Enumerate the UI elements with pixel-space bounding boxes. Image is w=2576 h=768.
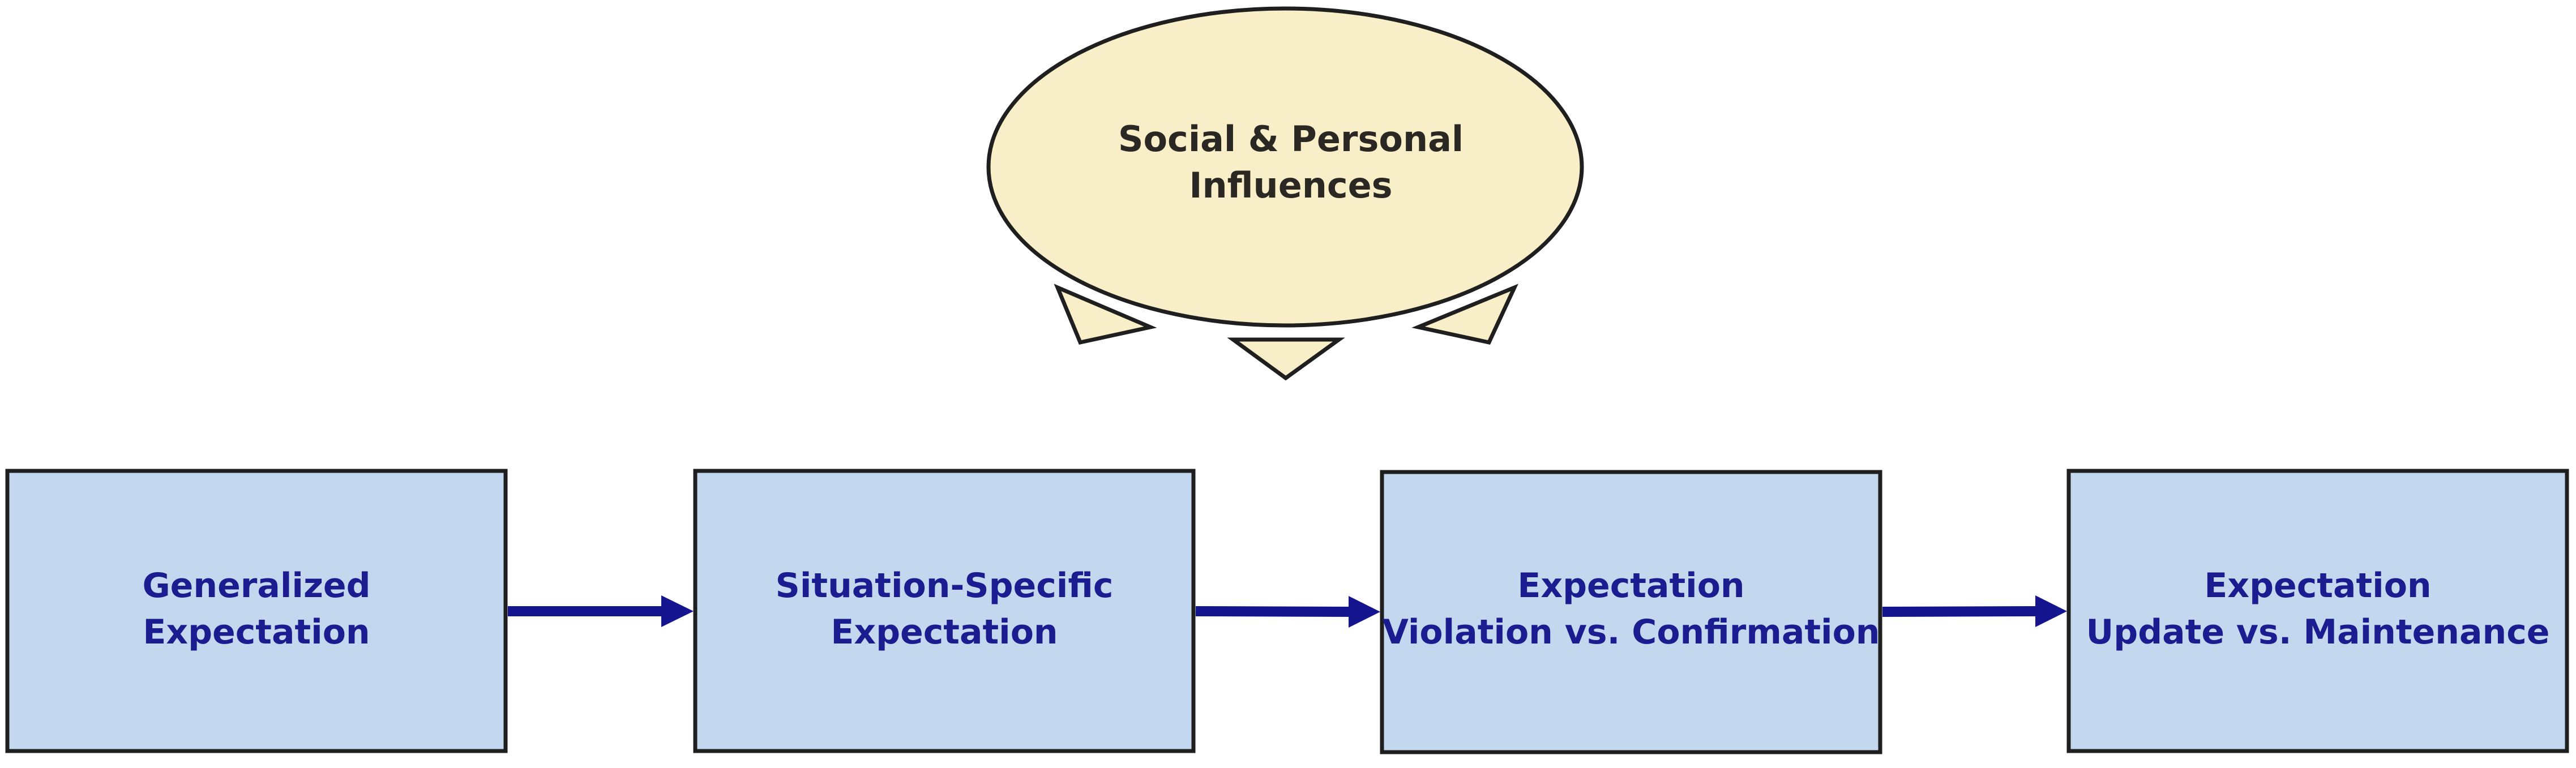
- box-1-line-1: Generalized: [142, 566, 371, 606]
- box-2-line-2: Expectation: [831, 612, 1058, 652]
- box-4-line-1: Expectation: [2204, 566, 2432, 606]
- situation-specific-expectation-label: Situation-Specific Expectation: [695, 563, 1193, 655]
- arrow-2: [1195, 596, 1380, 628]
- box-3-line-1: Expectation: [1517, 566, 1745, 606]
- influences-ellipse: [986, 6, 1584, 328]
- influences-label: Social & Personal Influences: [1008, 116, 1574, 209]
- influences-label-line-2: Influences: [1189, 165, 1393, 206]
- box-update-vs-maintenance: [2066, 469, 2569, 753]
- influence-pointer-left: [1054, 284, 1157, 345]
- update-vs-maintenance-label: Expectation Update vs. Maintenance: [2069, 563, 2567, 655]
- influence-pointer-right: [1411, 284, 1518, 345]
- generalized-expectation-label: Generalized Expectation: [7, 563, 506, 655]
- box-generalized-expectation: [5, 469, 508, 753]
- box-4-line-2: Update vs. Maintenance: [2086, 612, 2550, 652]
- influences-label-line-1: Social & Personal: [1118, 118, 1464, 160]
- box-3-line-2: Violation vs. Confirmation: [1382, 612, 1880, 652]
- box-2-line-1: Situation-Specific: [775, 566, 1114, 606]
- box-1-line-2: Expectation: [143, 612, 370, 652]
- violation-vs-confirmation-label: Expectation Violation vs. Confirmation: [1382, 563, 1880, 655]
- arrow-3: [1882, 595, 2067, 627]
- box-situation-specific-expectation: [693, 469, 1196, 753]
- arrow-1: [508, 595, 694, 627]
- influence-pointer-center: [1227, 337, 1345, 381]
- box-violation-vs-confirmation: [1380, 470, 1882, 754]
